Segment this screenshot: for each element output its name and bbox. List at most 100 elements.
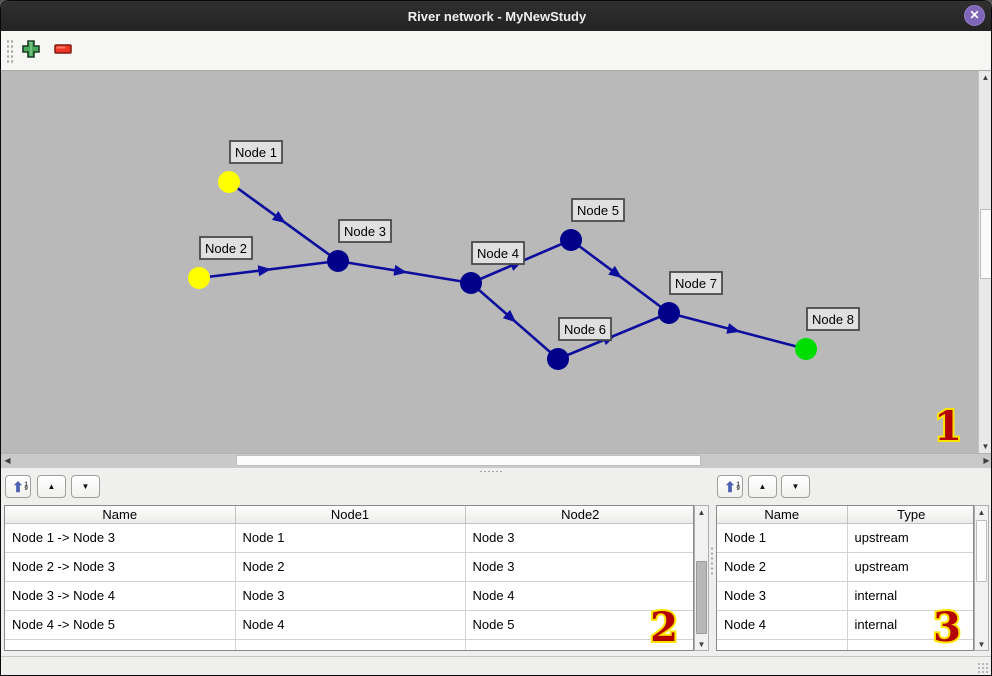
column-header[interactable]: Name bbox=[717, 506, 848, 524]
scroll-down-button[interactable]: ▼ bbox=[979, 440, 991, 453]
table-cell[interactable]: Node 1 bbox=[234, 522, 466, 553]
table-cell[interactable]: Node 4 bbox=[464, 580, 693, 611]
table-cell[interactable] bbox=[846, 638, 973, 650]
table-cell[interactable]: upstream bbox=[846, 522, 973, 553]
arrow-up-icon: ▲ bbox=[981, 73, 990, 82]
scroll-up-button[interactable]: ▲ bbox=[979, 71, 991, 84]
reaches-table-scrollbar[interactable]: ▲ ▼ bbox=[694, 505, 709, 651]
canvas-horizontal-scrollbar[interactable]: ◀ ▶ bbox=[1, 453, 991, 468]
table-cell[interactable] bbox=[234, 638, 466, 650]
node-upstream[interactable] bbox=[188, 267, 210, 289]
arrow-down-icon: ▼ bbox=[697, 640, 706, 649]
column-header[interactable]: Node1 bbox=[234, 506, 466, 524]
node-label[interactable]: Node 8 bbox=[806, 307, 860, 331]
node-label[interactable]: Node 2 bbox=[199, 236, 253, 260]
column-header[interactable]: Node2 bbox=[464, 506, 693, 524]
resize-grip[interactable] bbox=[977, 662, 989, 674]
table-cell[interactable]: Node 4 bbox=[717, 609, 848, 640]
canvas-vertical-scrollbar[interactable]: ▲ ▼ bbox=[978, 71, 991, 453]
arrow-down-icon: ▼ bbox=[81, 482, 90, 491]
svg-text:Node 5: Node 5 bbox=[577, 203, 619, 218]
node-downstream[interactable] bbox=[795, 338, 817, 360]
node-upstream[interactable] bbox=[218, 171, 240, 193]
table-cell[interactable] bbox=[5, 638, 236, 650]
arrowhead-icon bbox=[502, 309, 517, 323]
table-cell[interactable]: internal bbox=[846, 580, 973, 611]
table-cell[interactable]: upstream bbox=[846, 551, 973, 582]
horizontal-splitter[interactable] bbox=[1, 468, 991, 474]
reaches-move-up-button[interactable]: ▲ bbox=[37, 475, 66, 498]
horizontal-scroll-thumb[interactable] bbox=[236, 455, 701, 466]
arrow-down-icon: ▼ bbox=[977, 640, 986, 649]
scroll-up-button[interactable]: ▲ bbox=[695, 506, 708, 519]
svg-text:Node 8: Node 8 bbox=[812, 312, 854, 327]
add-reach-button[interactable] bbox=[22, 40, 40, 63]
scroll-down-button[interactable]: ▼ bbox=[695, 638, 708, 651]
table-cell[interactable]: Node 3 bbox=[464, 522, 693, 553]
nodes-move-up-button[interactable]: ▲ bbox=[748, 475, 777, 498]
vertical-scroll-thumb[interactable] bbox=[980, 209, 991, 279]
close-button[interactable]: ✕ bbox=[964, 5, 985, 26]
node-internal[interactable] bbox=[327, 250, 349, 272]
scroll-right-button[interactable]: ▶ bbox=[980, 454, 991, 467]
table-cell[interactable] bbox=[717, 638, 848, 650]
table-cell[interactable]: Node 3 bbox=[717, 580, 848, 611]
node-internal[interactable] bbox=[547, 348, 569, 370]
table-cell[interactable]: Node 2 bbox=[717, 551, 848, 582]
window-title: River network - MyNewStudy bbox=[407, 8, 587, 24]
node-label[interactable]: Node 5 bbox=[571, 198, 625, 222]
toolbar-drag-handle[interactable] bbox=[6, 39, 15, 64]
scroll-thumb[interactable] bbox=[696, 561, 707, 634]
reaches-move-down-button[interactable]: ▼ bbox=[71, 475, 100, 498]
remove-reach-button[interactable] bbox=[54, 40, 72, 63]
node-label[interactable]: Node 6 bbox=[558, 317, 612, 341]
table-cell[interactable]: Node 5 bbox=[464, 609, 693, 640]
table-cell[interactable]: Node 3 bbox=[464, 551, 693, 582]
column-header[interactable]: Type bbox=[846, 506, 973, 524]
node-internal[interactable] bbox=[658, 302, 680, 324]
node-label[interactable]: Node 3 bbox=[338, 219, 392, 243]
node-internal[interactable] bbox=[460, 272, 482, 294]
table-cell[interactable] bbox=[464, 638, 693, 650]
node-label[interactable]: Node 7 bbox=[669, 271, 723, 295]
arrowhead-icon bbox=[271, 210, 286, 224]
svg-text:Node 3: Node 3 bbox=[344, 224, 386, 239]
vertical-splitter[interactable] bbox=[710, 546, 714, 576]
table-row[interactable] bbox=[5, 638, 693, 650]
table-cell[interactable]: Node 2 -> Node 3 bbox=[5, 551, 236, 582]
table-cell[interactable]: Node 1 -> Node 3 bbox=[5, 522, 236, 553]
nodes-move-down-button[interactable]: ▼ bbox=[781, 475, 810, 498]
node-internal[interactable] bbox=[560, 229, 582, 251]
column-header[interactable]: Name bbox=[5, 506, 236, 524]
table-cell[interactable]: Node 3 bbox=[234, 580, 466, 611]
node-label[interactable]: Node 4 bbox=[471, 241, 525, 265]
table-cell[interactable]: Node 4 -> Node 5 bbox=[5, 609, 236, 640]
table-cell[interactable]: Node 4 bbox=[234, 609, 466, 640]
table-cell[interactable]: Node 2 bbox=[234, 551, 466, 582]
table-row[interactable] bbox=[717, 638, 973, 650]
table-cell[interactable]: Node 1 bbox=[717, 522, 848, 553]
table-cell[interactable]: internal bbox=[846, 609, 973, 640]
scroll-down-button[interactable]: ▼ bbox=[975, 638, 988, 651]
scroll-left-button[interactable]: ◀ bbox=[1, 454, 14, 467]
node-label[interactable]: Node 1 bbox=[229, 140, 283, 164]
scroll-up-button[interactable]: ▲ bbox=[975, 506, 988, 519]
scroll-thumb[interactable] bbox=[976, 520, 987, 582]
nodes-table-scrollbar[interactable]: ▲ ▼ bbox=[974, 505, 989, 651]
river-network-canvas[interactable]: Node 1 Node 2 Node 3 Node 4 Node 5 Node 6 Node… bbox=[1, 71, 978, 453]
table-cell[interactable]: Node 3 -> Node 4 bbox=[5, 580, 236, 611]
